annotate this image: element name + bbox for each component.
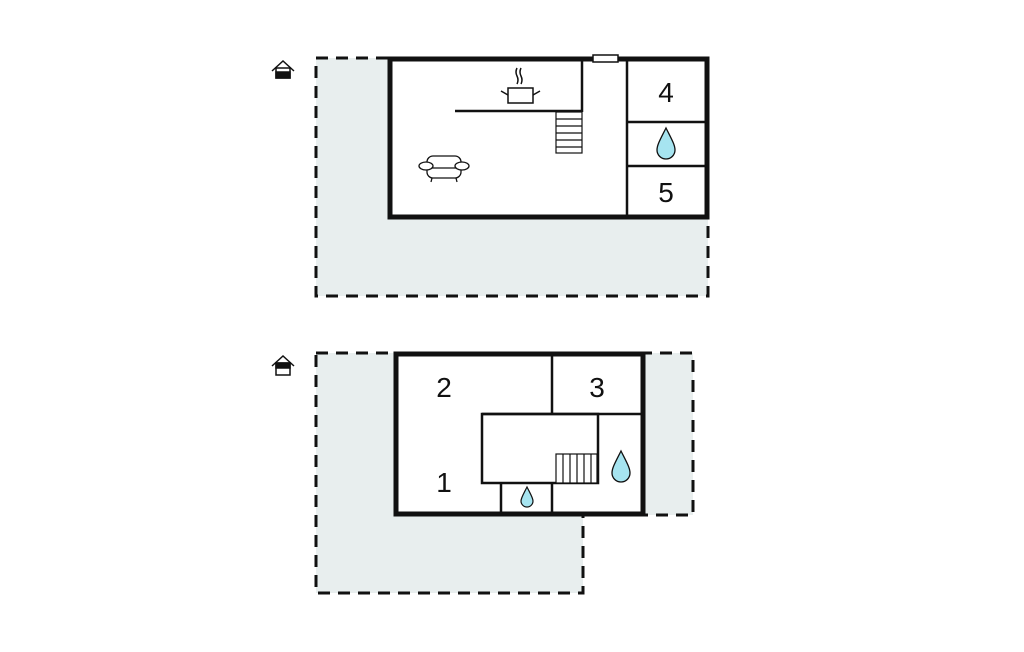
building-outline: [393, 351, 646, 517]
ground-floor-plan: 2 3 1: [271, 351, 695, 595]
entrance-icon: [271, 354, 295, 376]
room-label-3: 3: [589, 372, 605, 403]
room-label-5: 5: [658, 177, 674, 208]
toilet-drop-icon: [520, 485, 534, 508]
upper-floor-plan: 4 5: [271, 54, 710, 298]
room-label-4: 4: [658, 77, 674, 108]
room-label-1: 1: [436, 467, 452, 498]
bathroom-drop-icon: [656, 126, 676, 160]
room-label-2: 2: [436, 372, 452, 403]
stairs-icon: [555, 453, 598, 484]
stairs-icon: [555, 111, 583, 154]
entrance-icon: [271, 59, 295, 79]
window-icon: [592, 54, 619, 63]
interior-walls: [480, 354, 643, 514]
building-outline: [387, 56, 710, 220]
kitchen-pot-icon: [500, 67, 541, 104]
bathroom-drop-icon: [611, 449, 631, 483]
sofa-icon: [418, 155, 470, 183]
interior-walls: [455, 59, 707, 217]
